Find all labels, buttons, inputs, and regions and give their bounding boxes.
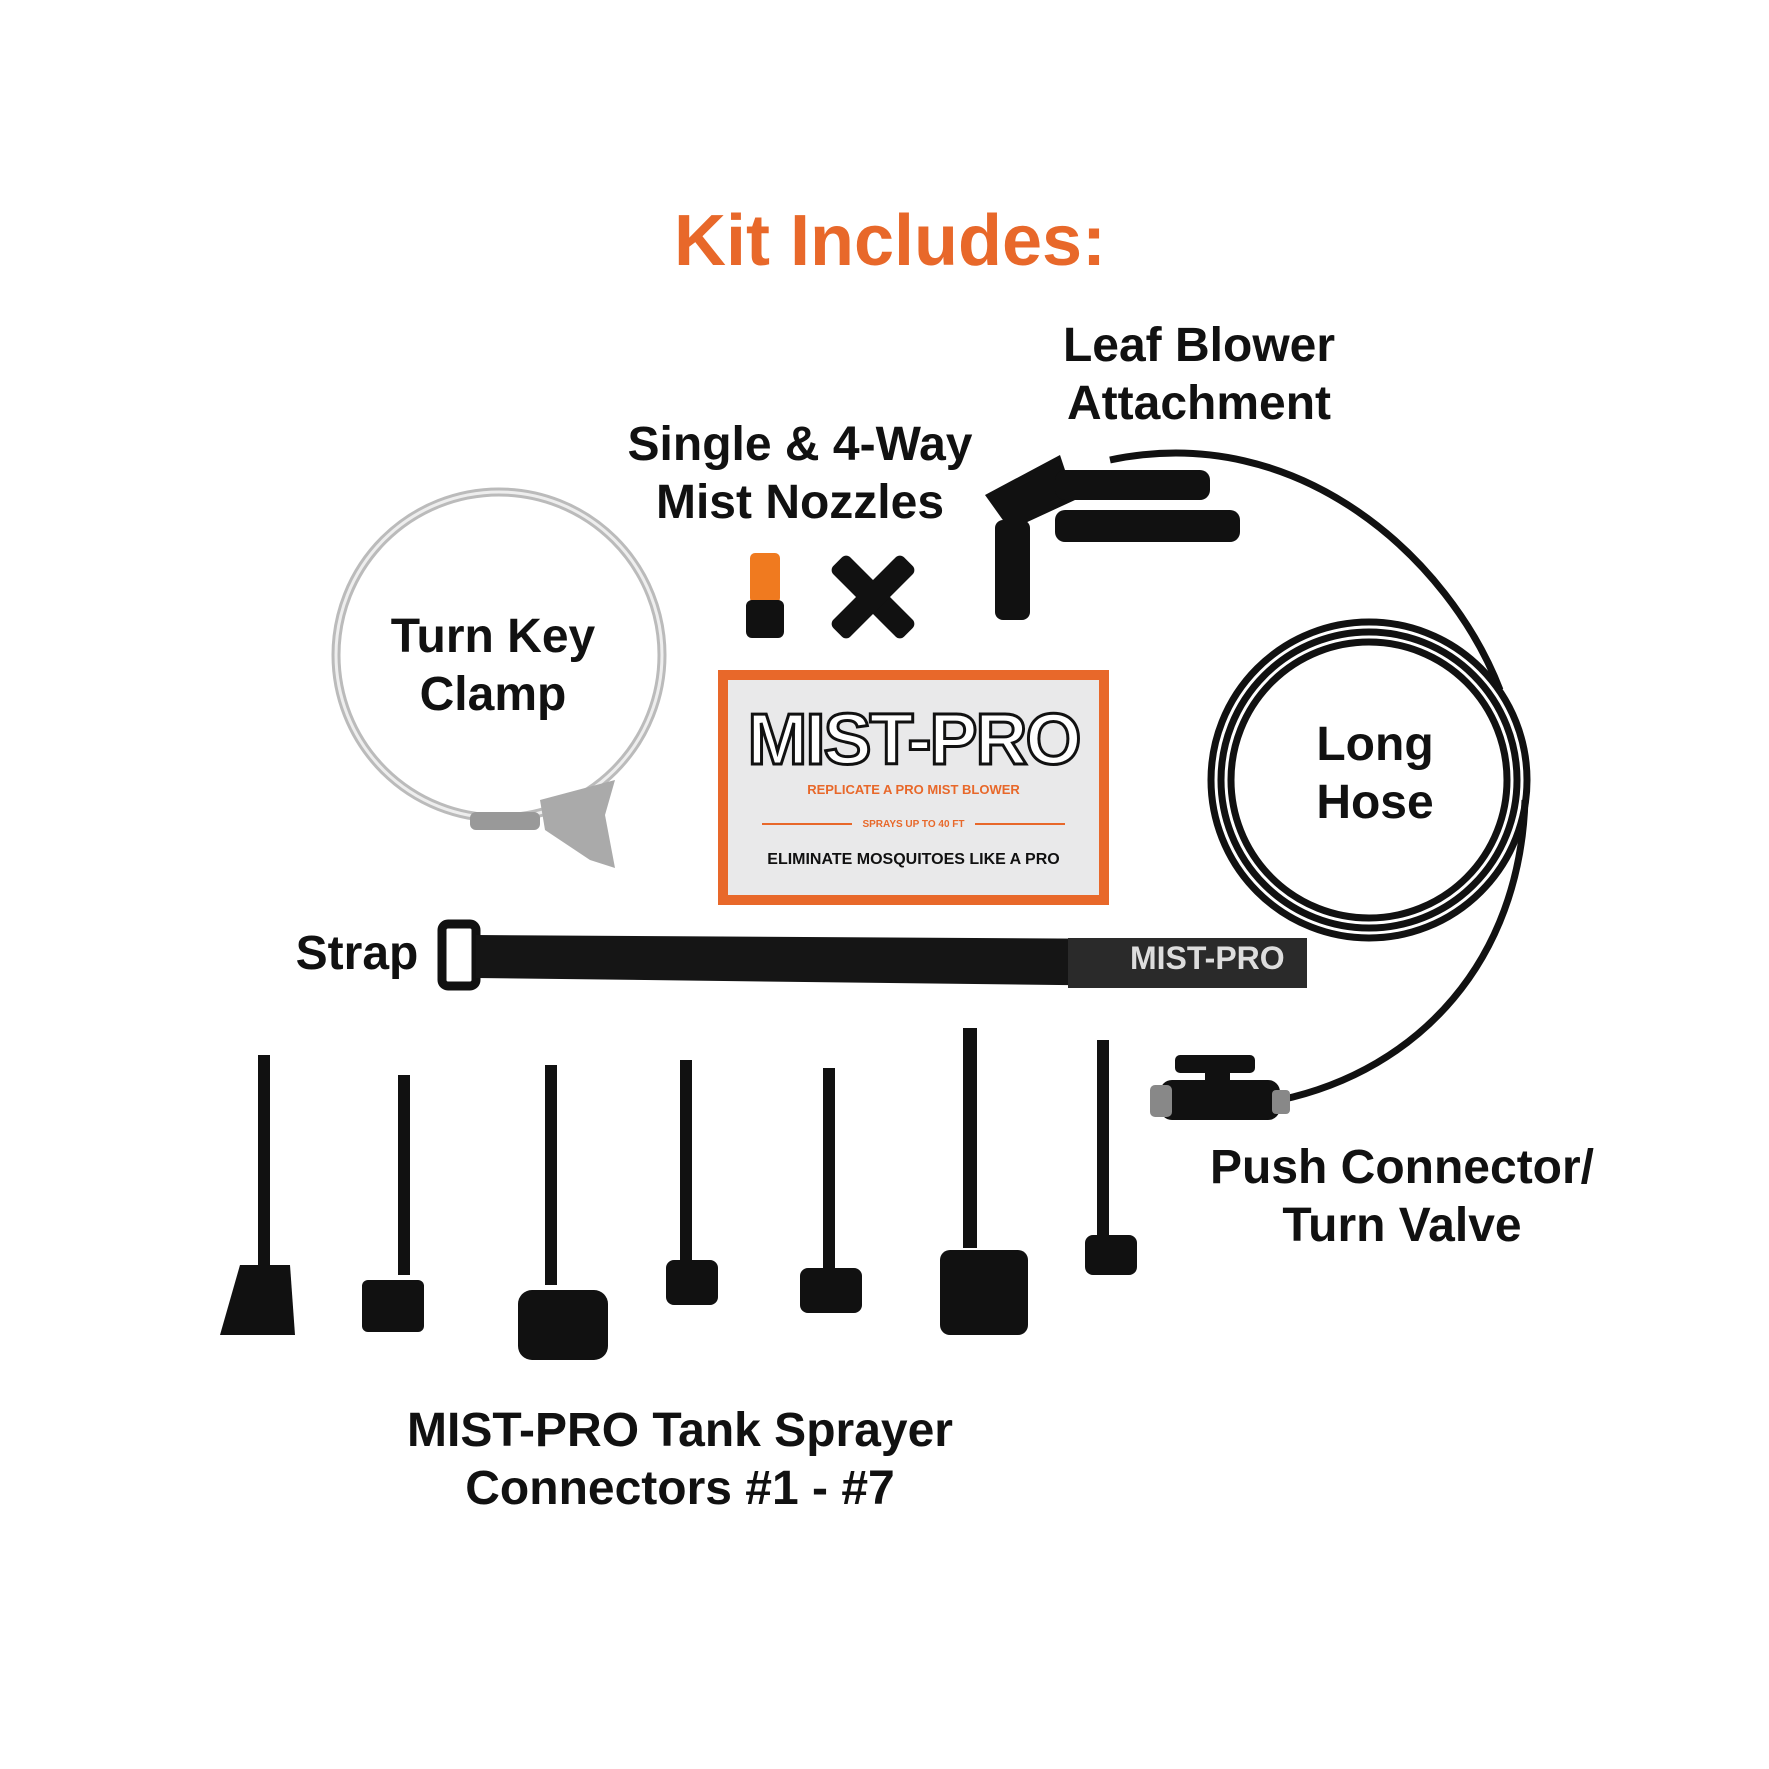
card-slogan: ELIMINATE MOSQUITOES LIKE A PRO [767, 851, 1060, 868]
mist-pro-card: MIST-PRO REPLICATE A PRO MIST BLOWER SPR… [718, 670, 1109, 905]
strap-logo: MIST-PRO [1130, 940, 1285, 976]
tank-sprayer-connectors-image [220, 1028, 1137, 1360]
sprays-badge: SPRAYS UP TO 40 FT [862, 818, 965, 830]
mist-nozzles-image [746, 553, 915, 639]
divider [762, 823, 853, 825]
strap-image [437, 919, 1307, 991]
label-valve: Push Connector/Turn Valve [1209, 1141, 1595, 1252]
card-tagline: REPLICATE A PRO MIST BLOWER [807, 782, 1020, 797]
page-title: Kit Includes: [673, 201, 1107, 281]
push-connector-valve-image [1150, 1055, 1290, 1120]
long-hose-image [1109, 449, 1531, 1104]
turn-key-clamp-image [331, 487, 667, 868]
divider [974, 823, 1065, 825]
label-strap: Strap [295, 927, 419, 980]
mist-pro-logo: MIST-PRO [746, 700, 1083, 780]
leaf-blower-attachment-image [985, 455, 1240, 620]
